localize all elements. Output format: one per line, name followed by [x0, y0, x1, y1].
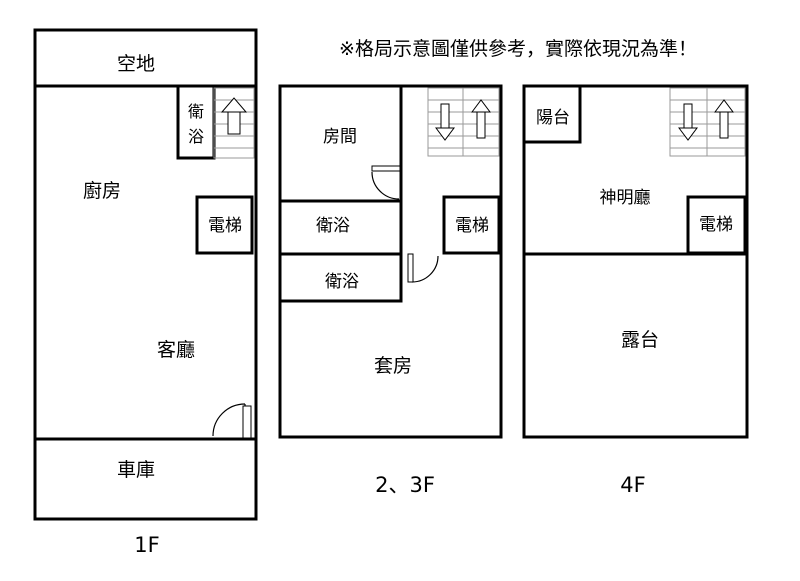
bathroom-1f-label-line1: 衛	[188, 102, 204, 121]
stairs-4f-icon	[669, 87, 746, 157]
bathroom-23f-2-room	[278, 252, 403, 303]
floor-4f-outline	[522, 84, 749, 439]
open-space-label: 空地	[117, 53, 155, 75]
floor-23f-outline	[278, 84, 503, 439]
bathroom-23f-2-label: 衛浴	[325, 272, 359, 292]
disclaimer-notice: ※格局示意圖僅供參考，實際依現況為準！	[339, 38, 697, 60]
bedroom-label: 房間	[323, 127, 357, 147]
elevator-4f-label: 電梯	[699, 215, 733, 235]
elevator-23f-room	[442, 195, 501, 255]
stairs-23f-icon	[427, 87, 500, 157]
balcony-room	[522, 84, 582, 144]
stairs-1f-icon	[213, 87, 255, 159]
balcony-label: 陽台	[536, 108, 570, 128]
elevator-4f-room	[686, 195, 747, 255]
garage-label: 車庫	[117, 459, 155, 481]
garage-room	[33, 437, 258, 521]
bathroom-1f-label-line2: 浴	[188, 127, 204, 146]
door-1f-icon	[212, 403, 252, 439]
bathroom-23f-1-label: 衛浴	[316, 216, 350, 236]
floor-1f-caption: 1F	[134, 533, 159, 557]
elevator-1f-room	[195, 195, 254, 255]
suite-label: 套房	[374, 355, 412, 377]
floor-1f-plan: 空地 衛 浴 廚房 電梯 客廳 車庫 1F	[33, 28, 258, 557]
bathroom-1f-room	[176, 84, 216, 160]
elevator-1f-label: 電梯	[208, 216, 242, 236]
terrace-label: 露台	[621, 329, 659, 351]
floor-23f-plan: 房間 衛浴 衛浴 電梯 套房 2、3F	[278, 84, 503, 497]
door-suite-icon	[407, 253, 439, 283]
floor-4f-plan: 陽台 神明廳 電梯 露台 4F	[522, 84, 749, 497]
shrine-hall-label: 神明廳	[600, 188, 651, 208]
elevator-23f-label: 電梯	[455, 216, 489, 236]
floor-4f-caption: 4F	[620, 473, 645, 497]
kitchen-label: 廚房	[83, 179, 121, 202]
floor-23f-caption: 2、3F	[375, 473, 435, 497]
living-room-label: 客廳	[157, 339, 195, 361]
main-area-room	[33, 84, 258, 441]
door-bedroom-icon	[371, 165, 401, 200]
